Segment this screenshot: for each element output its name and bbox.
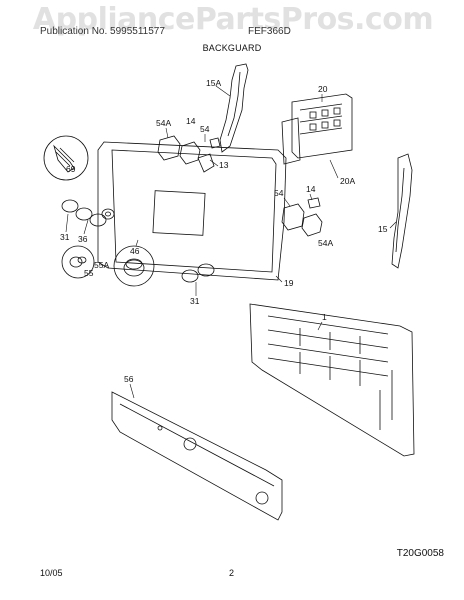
knobs-31-left	[61, 199, 107, 227]
footer-date: 10/05	[40, 568, 63, 578]
callout-54-lower: 54	[274, 188, 284, 198]
lamp-socket-55	[61, 245, 95, 279]
callout-54a-lower: 54A	[318, 238, 333, 248]
footer-page-number: 2	[229, 568, 235, 578]
callout-36: 36	[78, 234, 88, 244]
callout-54a-upper: 54A	[156, 118, 171, 128]
washer-36	[101, 208, 115, 220]
callout-15: 15	[378, 224, 388, 234]
overlay-20a	[281, 117, 301, 165]
callout-20a: 20A	[340, 176, 355, 186]
callout-31-right: 31	[190, 296, 200, 306]
callout-19: 19	[284, 278, 294, 288]
lower-shield-56	[111, 391, 283, 521]
rear-panel-1	[249, 303, 415, 457]
callout-46: 46	[130, 246, 140, 256]
switch-group-upper	[157, 135, 221, 173]
control-board-20	[291, 93, 353, 159]
callout-55: 55	[84, 268, 94, 278]
callout-69: 69	[66, 164, 76, 174]
watermark: AppliancePartsPros.com	[32, 2, 434, 37]
callout-labels: 15A 20 54A 14 54 13 20A 69 54 14 15 31 3…	[60, 78, 388, 384]
model-number: FEF366D	[248, 26, 291, 37]
callout-31-left: 31	[60, 232, 70, 242]
switch-group-lower	[281, 197, 323, 237]
callout-13: 13	[219, 160, 229, 170]
callout-15a: 15A	[206, 78, 221, 88]
callout-14-lower: 14	[306, 184, 316, 194]
push-button-46	[113, 245, 155, 287]
callout-1: 1	[322, 312, 327, 322]
knobs-31-right	[181, 263, 215, 283]
callout-55a: 55A	[94, 260, 109, 270]
side-trim-15	[391, 153, 413, 269]
callout-54-upper: 54	[200, 124, 210, 134]
side-trim-15a	[219, 63, 249, 153]
section-title: BACKGUARD	[202, 43, 262, 53]
leader-lines	[65, 85, 397, 399]
backguard-panel-19	[97, 141, 287, 281]
callout-20: 20	[318, 84, 328, 94]
figure-code: T20G0058	[396, 548, 444, 559]
callout-14-upper: 14	[186, 116, 196, 126]
callout-56: 56	[124, 374, 134, 384]
publication-number: Publication No. 5995511577	[40, 26, 165, 37]
screw-69	[43, 135, 89, 181]
